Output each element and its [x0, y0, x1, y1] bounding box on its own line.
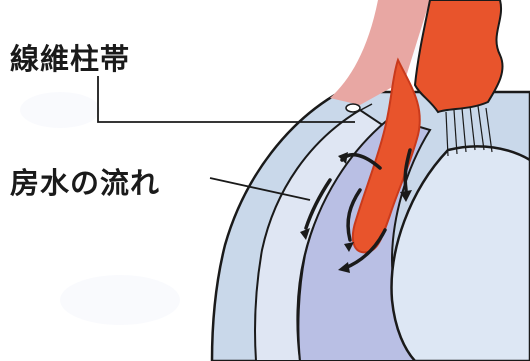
label-ciliary-zonule: 線維柱帯 — [10, 42, 131, 76]
flow-arrow-head — [338, 152, 348, 164]
ciliary-body — [413, 0, 504, 114]
leader-line-flow — [209, 177, 311, 201]
flow-arrow — [346, 188, 362, 242]
lens — [390, 145, 530, 361]
label-aqueous-flow: 房水の流れ — [10, 166, 161, 200]
flow-arrow-head — [300, 228, 310, 240]
flow-arrow — [403, 148, 412, 192]
zonule-fibers — [445, 105, 493, 157]
flow-arrow-head — [400, 190, 412, 202]
flow-arrow-head — [338, 262, 350, 273]
flow-arrow — [304, 178, 332, 230]
flow-arrowheads — [300, 152, 412, 273]
trabecular-meshwork — [345, 103, 373, 113]
leader-line-ciliary — [97, 76, 355, 123]
flow-arrow-head — [344, 242, 354, 252]
